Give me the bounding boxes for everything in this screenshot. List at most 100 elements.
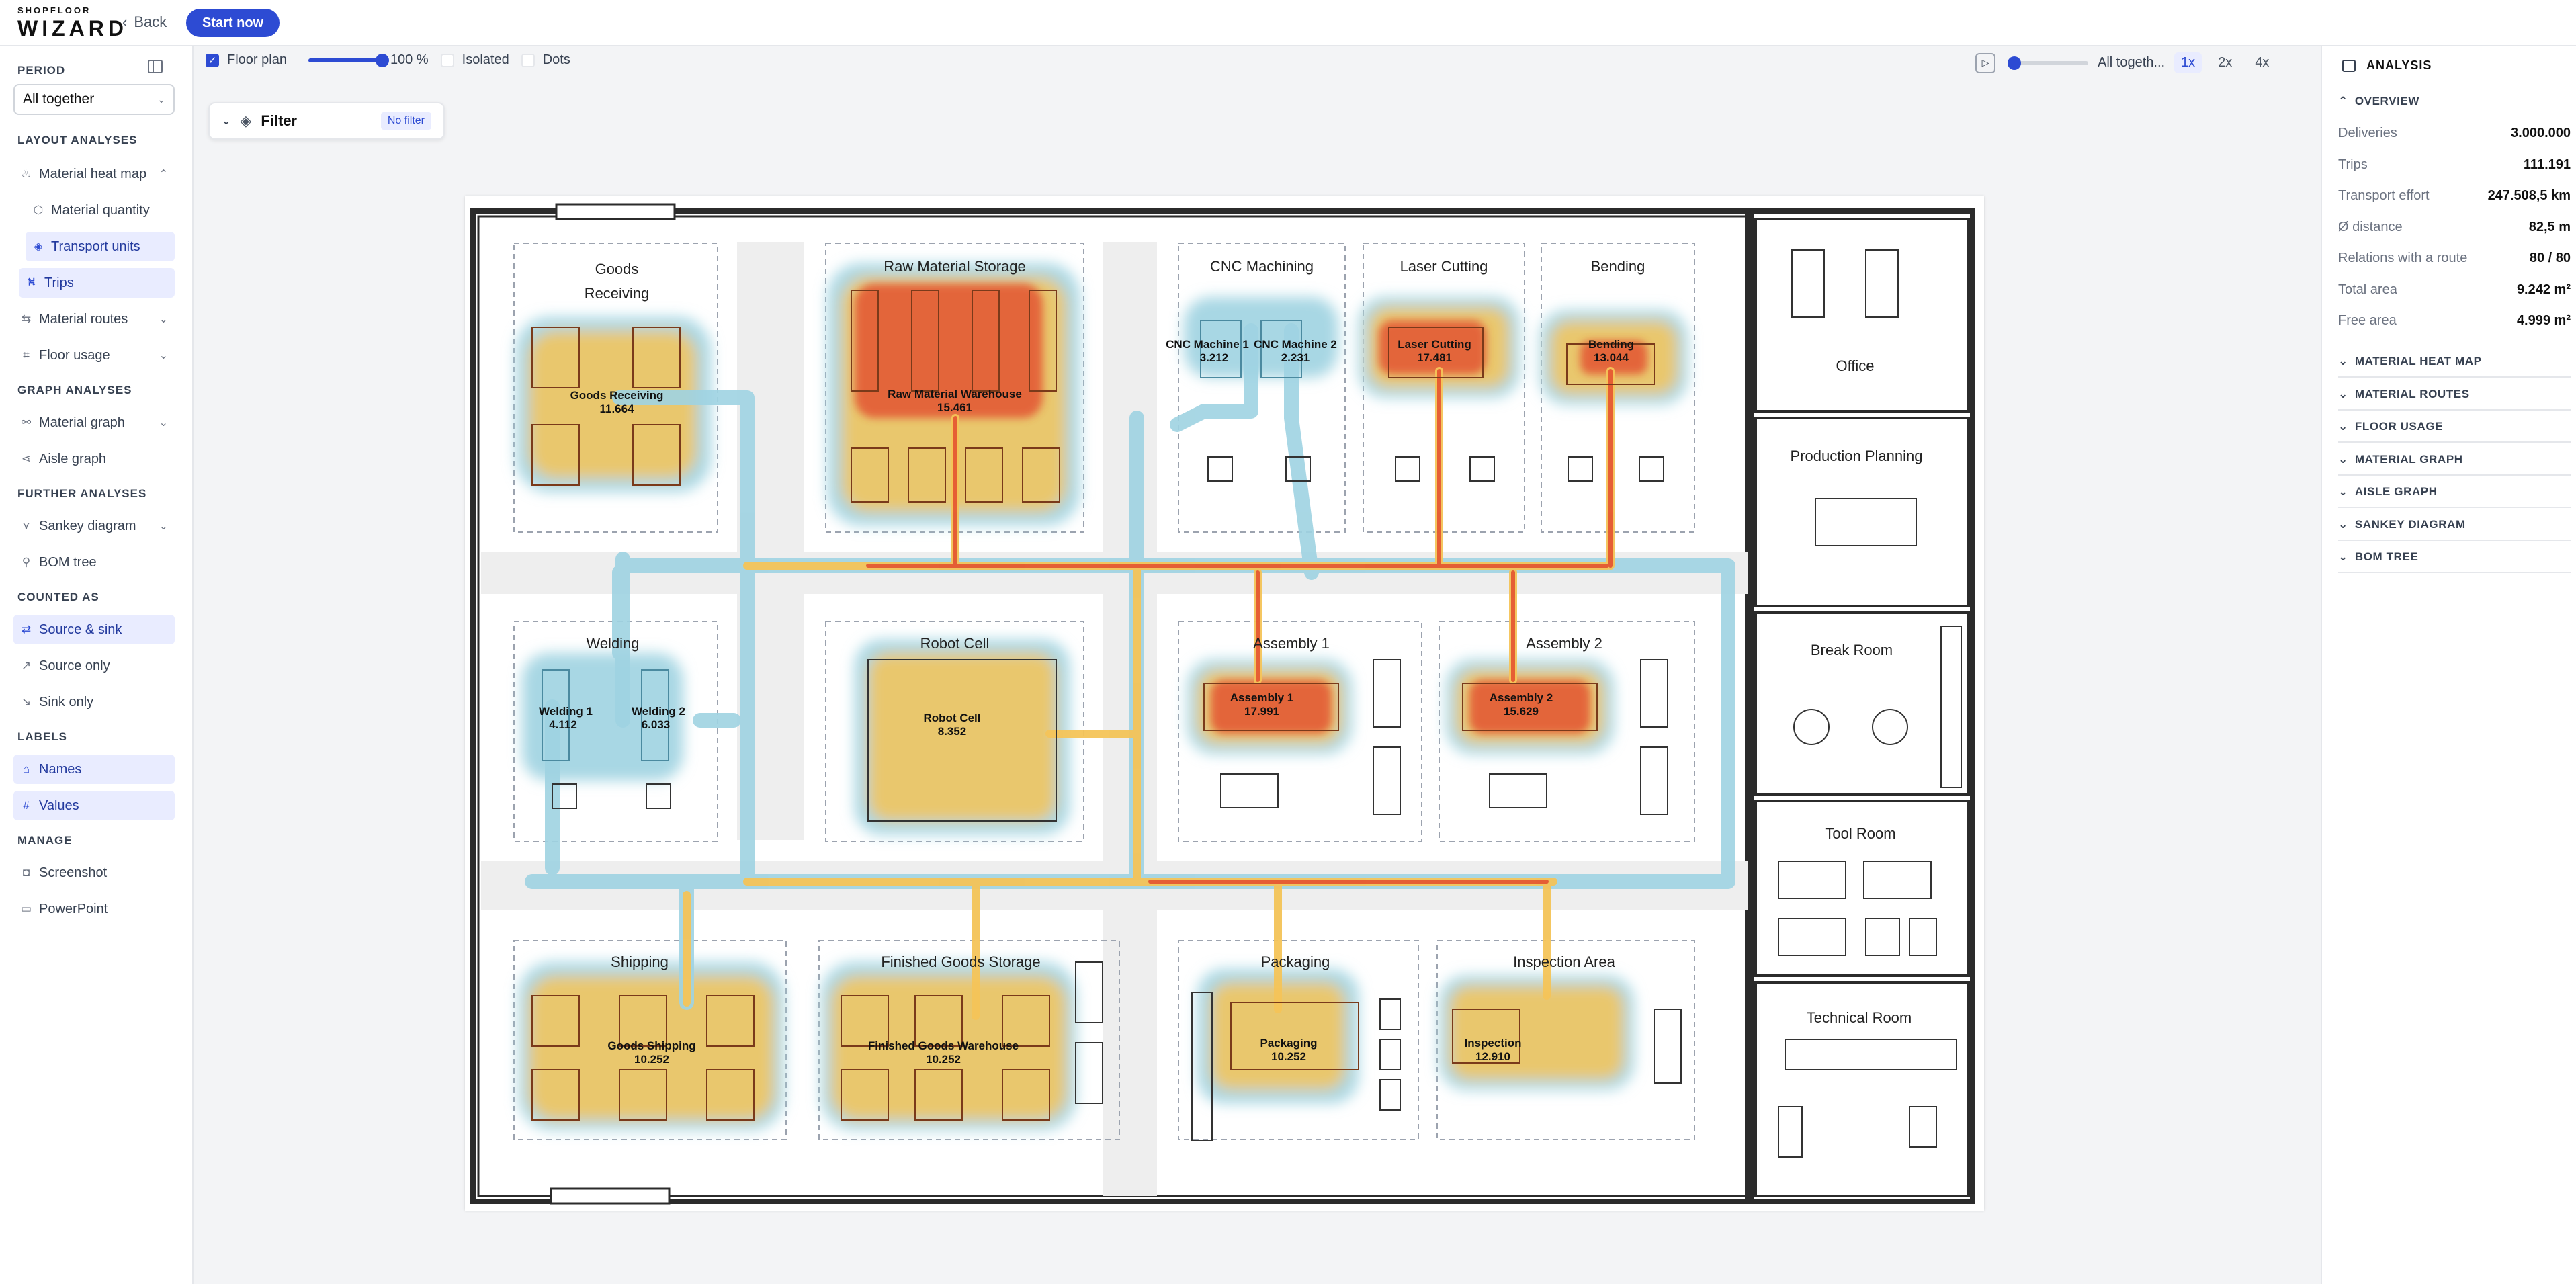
floor-plan-checkbox[interactable]: ✓ [206,53,219,67]
room-label-break-room: Break Room [1811,642,1893,658]
room-label-welding: Welding [586,635,639,652]
filter-panel[interactable]: ⌄ ◈ Filter No filter [208,102,445,140]
option-label: Source only [39,658,110,673]
section-label: MATERIAL ROUTES [2354,387,2470,400]
chevron-down-icon: ⌄ [159,314,168,325]
play-icon[interactable]: ▷ [1975,52,1995,73]
speed-2x-button[interactable]: 2x [2218,55,2233,70]
start-now-button[interactable]: Start now [186,9,280,37]
station-name-bending: Bending [1588,338,1634,351]
sidebar-collapse-icon[interactable] [148,60,163,73]
opacity-slider-fill [308,58,382,62]
arrows-icon: ⇄ [21,623,32,636]
stat-label: Ø distance [2338,219,2403,234]
option-source-and-sink[interactable]: ⇄ Source & sink [13,615,175,644]
station-name-inspection: Inspection [1464,1037,1521,1050]
equipment [531,290,1655,1121]
chevron-down-icon: ⌄ [2338,420,2348,433]
timeline-slider-handle[interactable] [2008,56,2021,70]
stat-value: 4.999 m² [2516,313,2571,328]
room-label-technical-room: Technical Room [1807,1009,1912,1026]
sidebar-item-powerpoint[interactable]: ▭ PowerPoint [13,894,175,924]
section-material-graph[interactable]: ⌄MATERIAL GRAPH [2338,453,2571,476]
option-sink-only[interactable]: ↘ Sink only [13,687,175,717]
sidebar-item-trips[interactable]: ⛕ Trips [19,268,175,298]
panel-icon[interactable] [2342,59,2356,72]
section-label: MATERIAL GRAPH [2354,452,2463,466]
room-label-goods-receiving-2: Receiving [585,285,650,302]
dots-checkbox[interactable] [521,53,535,67]
tag-icon: ⌂ [22,763,30,775]
section-material-routes[interactable]: ⌄MATERIAL ROUTES [2338,388,2571,411]
app-logo: SHOPFLOOR WIZARD [17,5,128,41]
toggle-names[interactable]: ⌂ Names [13,755,175,784]
station-name-welding-2: Welding 2 [632,705,685,718]
sidebar-item-transport-units[interactable]: ◈ Transport units [26,232,175,261]
section-floor-usage[interactable]: ⌄FLOOR USAGE [2338,420,2571,443]
section-overview[interactable]: ⌃ OVERVIEW [2338,95,2571,108]
further-analyses-heading: FURTHER ANALYSES [17,487,147,500]
period-select-value: All together [23,91,95,107]
station-value-goods-shipping: 10.252 [634,1053,669,1066]
sidebar-item-material-routes[interactable]: ⇆ Material routes ⌄ [13,304,175,334]
chevron-up-icon: ⌃ [159,169,168,180]
room-label-laser-cutting: Laser Cutting [1400,258,1488,275]
speed-4x-button[interactable]: 4x [2255,55,2270,70]
filter-label: Filter [261,112,298,129]
room-label-cnc-machining: CNC Machining [1210,258,1314,275]
sidebar-item-screenshot[interactable]: ◘ Screenshot [13,858,175,888]
room-label-packaging: Packaging [1261,953,1330,970]
opacity-slider[interactable] [308,53,389,67]
sidebar-item-material-quantity[interactable]: ⬡ Material quantity [26,196,175,225]
chevron-down-icon: ⌄ [159,417,168,429]
opacity-slider-handle[interactable] [375,53,389,67]
manage-heading: MANAGE [17,834,73,847]
sidebar-item-material-graph[interactable]: ⚯ Material graph ⌄ [13,408,175,437]
toggle-values[interactable]: # Values [13,791,175,820]
chevron-down-icon: ⌄ [157,93,165,105]
chevron-down-icon: ⌄ [2338,355,2348,368]
sidebar-item-material-heat-map[interactable]: ♨ Material heat map ⌃ [13,159,175,189]
station-value-inspection: 12.910 [1475,1050,1510,1063]
station-name-cnc-machine-2: CNC Machine 2 [1254,338,1337,351]
station-name-assembly-1: Assembly 1 [1230,691,1294,704]
stat-value: 9.242 m² [2516,282,2571,297]
sidebar-item-label: BOM tree [39,554,97,570]
option-label: Source & sink [39,622,122,637]
stat-label: Relations with a route [2338,251,2468,265]
room-label-production-planning: Production Planning [1791,447,1923,464]
floor-plan-canvas[interactable]: Goods Receiving Raw Material Storage CNC… [465,196,1984,1211]
gate-top [555,203,676,220]
speed-1x-button[interactable]: 1x [2174,52,2202,73]
section-label: OVERVIEW [2354,95,2419,108]
section-bom-tree[interactable]: ⌄BOM TREE [2338,550,2571,573]
back-button[interactable]: ‹ Back [122,13,167,31]
sidebar-item-bom-tree[interactable]: ⚲ BOM tree [13,548,175,577]
isolated-checkbox[interactable] [440,53,454,67]
graph-analyses-heading: GRAPH ANALYSES [17,384,132,396]
logo-main-text: WIZARD [17,16,128,40]
sidebar-item-sankey-diagram[interactable]: ⋎ Sankey diagram ⌄ [13,511,175,541]
sidebar-item-floor-usage[interactable]: ⌗ Floor usage ⌄ [13,341,175,370]
station-value-cnc-machine-1: 3.212 [1200,351,1229,364]
section-aisle-graph[interactable]: ⌄AISLE GRAPH [2338,485,2571,508]
period-select[interactable]: All together ⌄ [13,84,175,115]
box-icon: ⬡ [33,204,44,216]
stat-label: Trips [2338,157,2368,172]
stat-label: Transport effort [2338,188,2430,203]
section-material-heat-map[interactable]: ⌄MATERIAL HEAT MAP [2338,355,2571,378]
stat-value: 82,5 m [2528,219,2571,234]
section-sankey-diagram[interactable]: ⌄SANKEY DIAGRAM [2338,518,2571,541]
arrow-down-right-icon: ↘ [21,695,32,708]
station-name-welding-1: Welding 1 [539,705,593,718]
room-label-tool-room: Tool Room [1825,825,1895,842]
station-value-raw-material-warehouse: 15.461 [937,401,972,414]
option-source-only[interactable]: ↗ Source only [13,651,175,681]
isolated-label: Isolated [462,52,509,67]
station-value-bending: 13.044 [1594,351,1629,364]
stat-label: Deliveries [2338,126,2397,140]
sidebar-item-label: Material routes [39,311,128,327]
sidebar-item-aisle-graph[interactable]: ⋖ Aisle graph [13,444,175,474]
timeline-slider[interactable] [2008,56,2088,70]
gate-bottom [550,1187,671,1205]
